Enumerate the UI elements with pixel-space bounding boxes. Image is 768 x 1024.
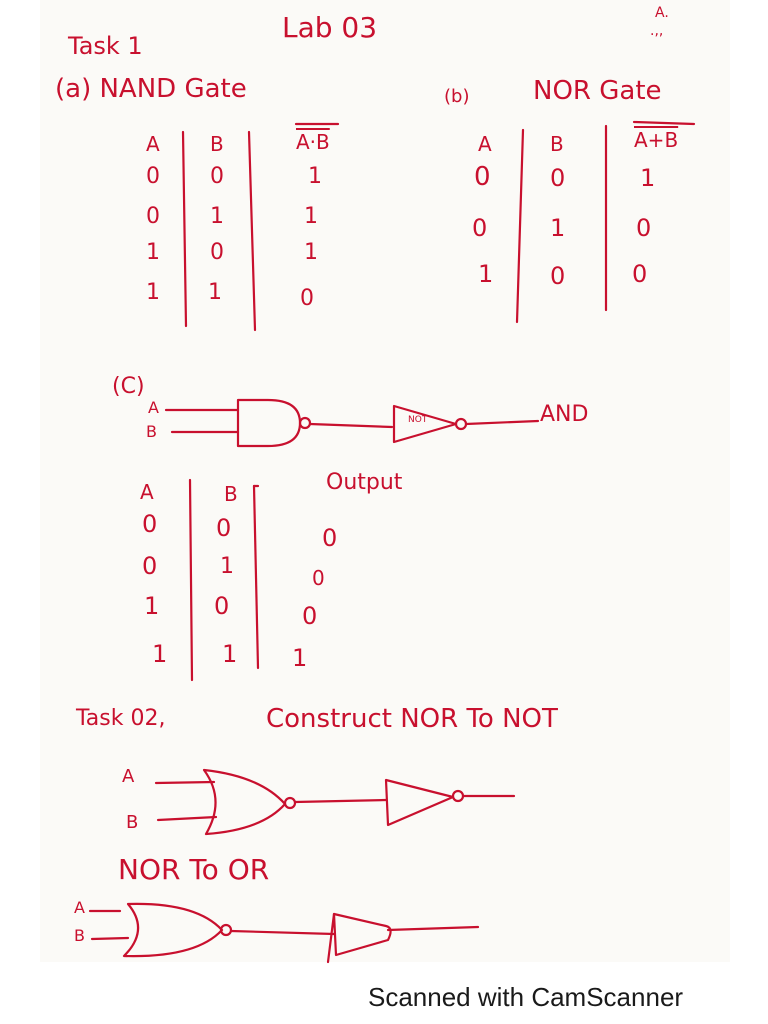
nand-cell: 1 xyxy=(210,204,224,229)
task2-input-b: B xyxy=(126,812,139,833)
nand-cell: 1 xyxy=(146,280,160,305)
nand-cell: 1 xyxy=(304,240,318,265)
and-cell: 1 xyxy=(220,554,234,579)
and-cell: 0 xyxy=(142,552,158,580)
task2-heading: Task 02, xyxy=(76,706,166,731)
and-header-b: B xyxy=(224,482,238,506)
nand-cell: 0 xyxy=(146,204,160,229)
nor-gate-prefix: (b) xyxy=(444,86,470,107)
corner-mark: A. xyxy=(655,5,669,21)
and-cell: 0 xyxy=(214,592,230,620)
input-b-label: B xyxy=(146,422,157,441)
nor-cell: 1 xyxy=(478,260,494,288)
nand-cell: 0 xyxy=(146,164,160,189)
corner-mark-2: .,, xyxy=(650,23,664,39)
and-header-output: Output xyxy=(326,470,403,495)
and-cell: 0 xyxy=(302,602,318,630)
nor-cell: 0 xyxy=(636,214,652,242)
and-header-a: A xyxy=(140,480,154,504)
nor-cell: 0 xyxy=(550,164,566,192)
nor-header-output: A+B xyxy=(634,128,679,152)
nand-gate-heading: (a) NAND Gate xyxy=(55,74,247,104)
nor-cell: 0 xyxy=(632,260,648,288)
nor-cell: 1 xyxy=(550,214,566,242)
and-cell: 0 xyxy=(322,524,338,552)
nand-header-a: A xyxy=(146,132,160,156)
lab-title: Lab 03 xyxy=(282,11,378,44)
nor-cell: 1 xyxy=(640,164,656,192)
nor-gate-heading: NOR Gate xyxy=(533,76,662,106)
section-c-label: (C) xyxy=(112,374,145,399)
nor-header-b: B xyxy=(550,132,564,156)
and-output-label: AND xyxy=(540,402,589,427)
nand-cell: 1 xyxy=(304,204,318,229)
nor-cell: 0 xyxy=(550,262,566,290)
nand-header-output: A·B xyxy=(296,130,330,154)
nand-cell: 0 xyxy=(300,286,314,311)
and-cell: 0 xyxy=(312,566,325,590)
camscanner-watermark: Scanned with CamScanner xyxy=(368,982,684,1012)
not-gate-label: NOT xyxy=(408,415,428,425)
nand-header-b: B xyxy=(210,132,224,156)
nor-or-input-a: A xyxy=(74,898,85,917)
nand-cell: 1 xyxy=(146,240,160,265)
nor-header-a: A xyxy=(478,132,492,156)
nor-cell: 0 xyxy=(474,162,491,192)
nand-cell: 0 xyxy=(210,164,224,189)
nand-cell: 1 xyxy=(308,164,322,189)
task2-title: Construct NOR To NOT xyxy=(266,704,558,734)
task2-input-a: A xyxy=(122,766,135,787)
and-cell: 1 xyxy=(222,640,238,668)
nand-cell: 1 xyxy=(208,280,222,305)
and-cell: 0 xyxy=(142,510,158,538)
and-cell: 1 xyxy=(152,640,168,668)
nor-cell: 0 xyxy=(472,214,488,242)
and-cell: 1 xyxy=(292,644,308,672)
nor-or-input-b: B xyxy=(74,926,85,945)
task1-heading: Task 1 xyxy=(68,32,143,60)
and-cell: 0 xyxy=(216,514,232,542)
and-cell: 1 xyxy=(144,592,160,620)
input-a-label: A xyxy=(148,398,159,417)
nor-to-or-heading: NOR To OR xyxy=(118,853,270,886)
nand-cell: 0 xyxy=(210,240,224,265)
